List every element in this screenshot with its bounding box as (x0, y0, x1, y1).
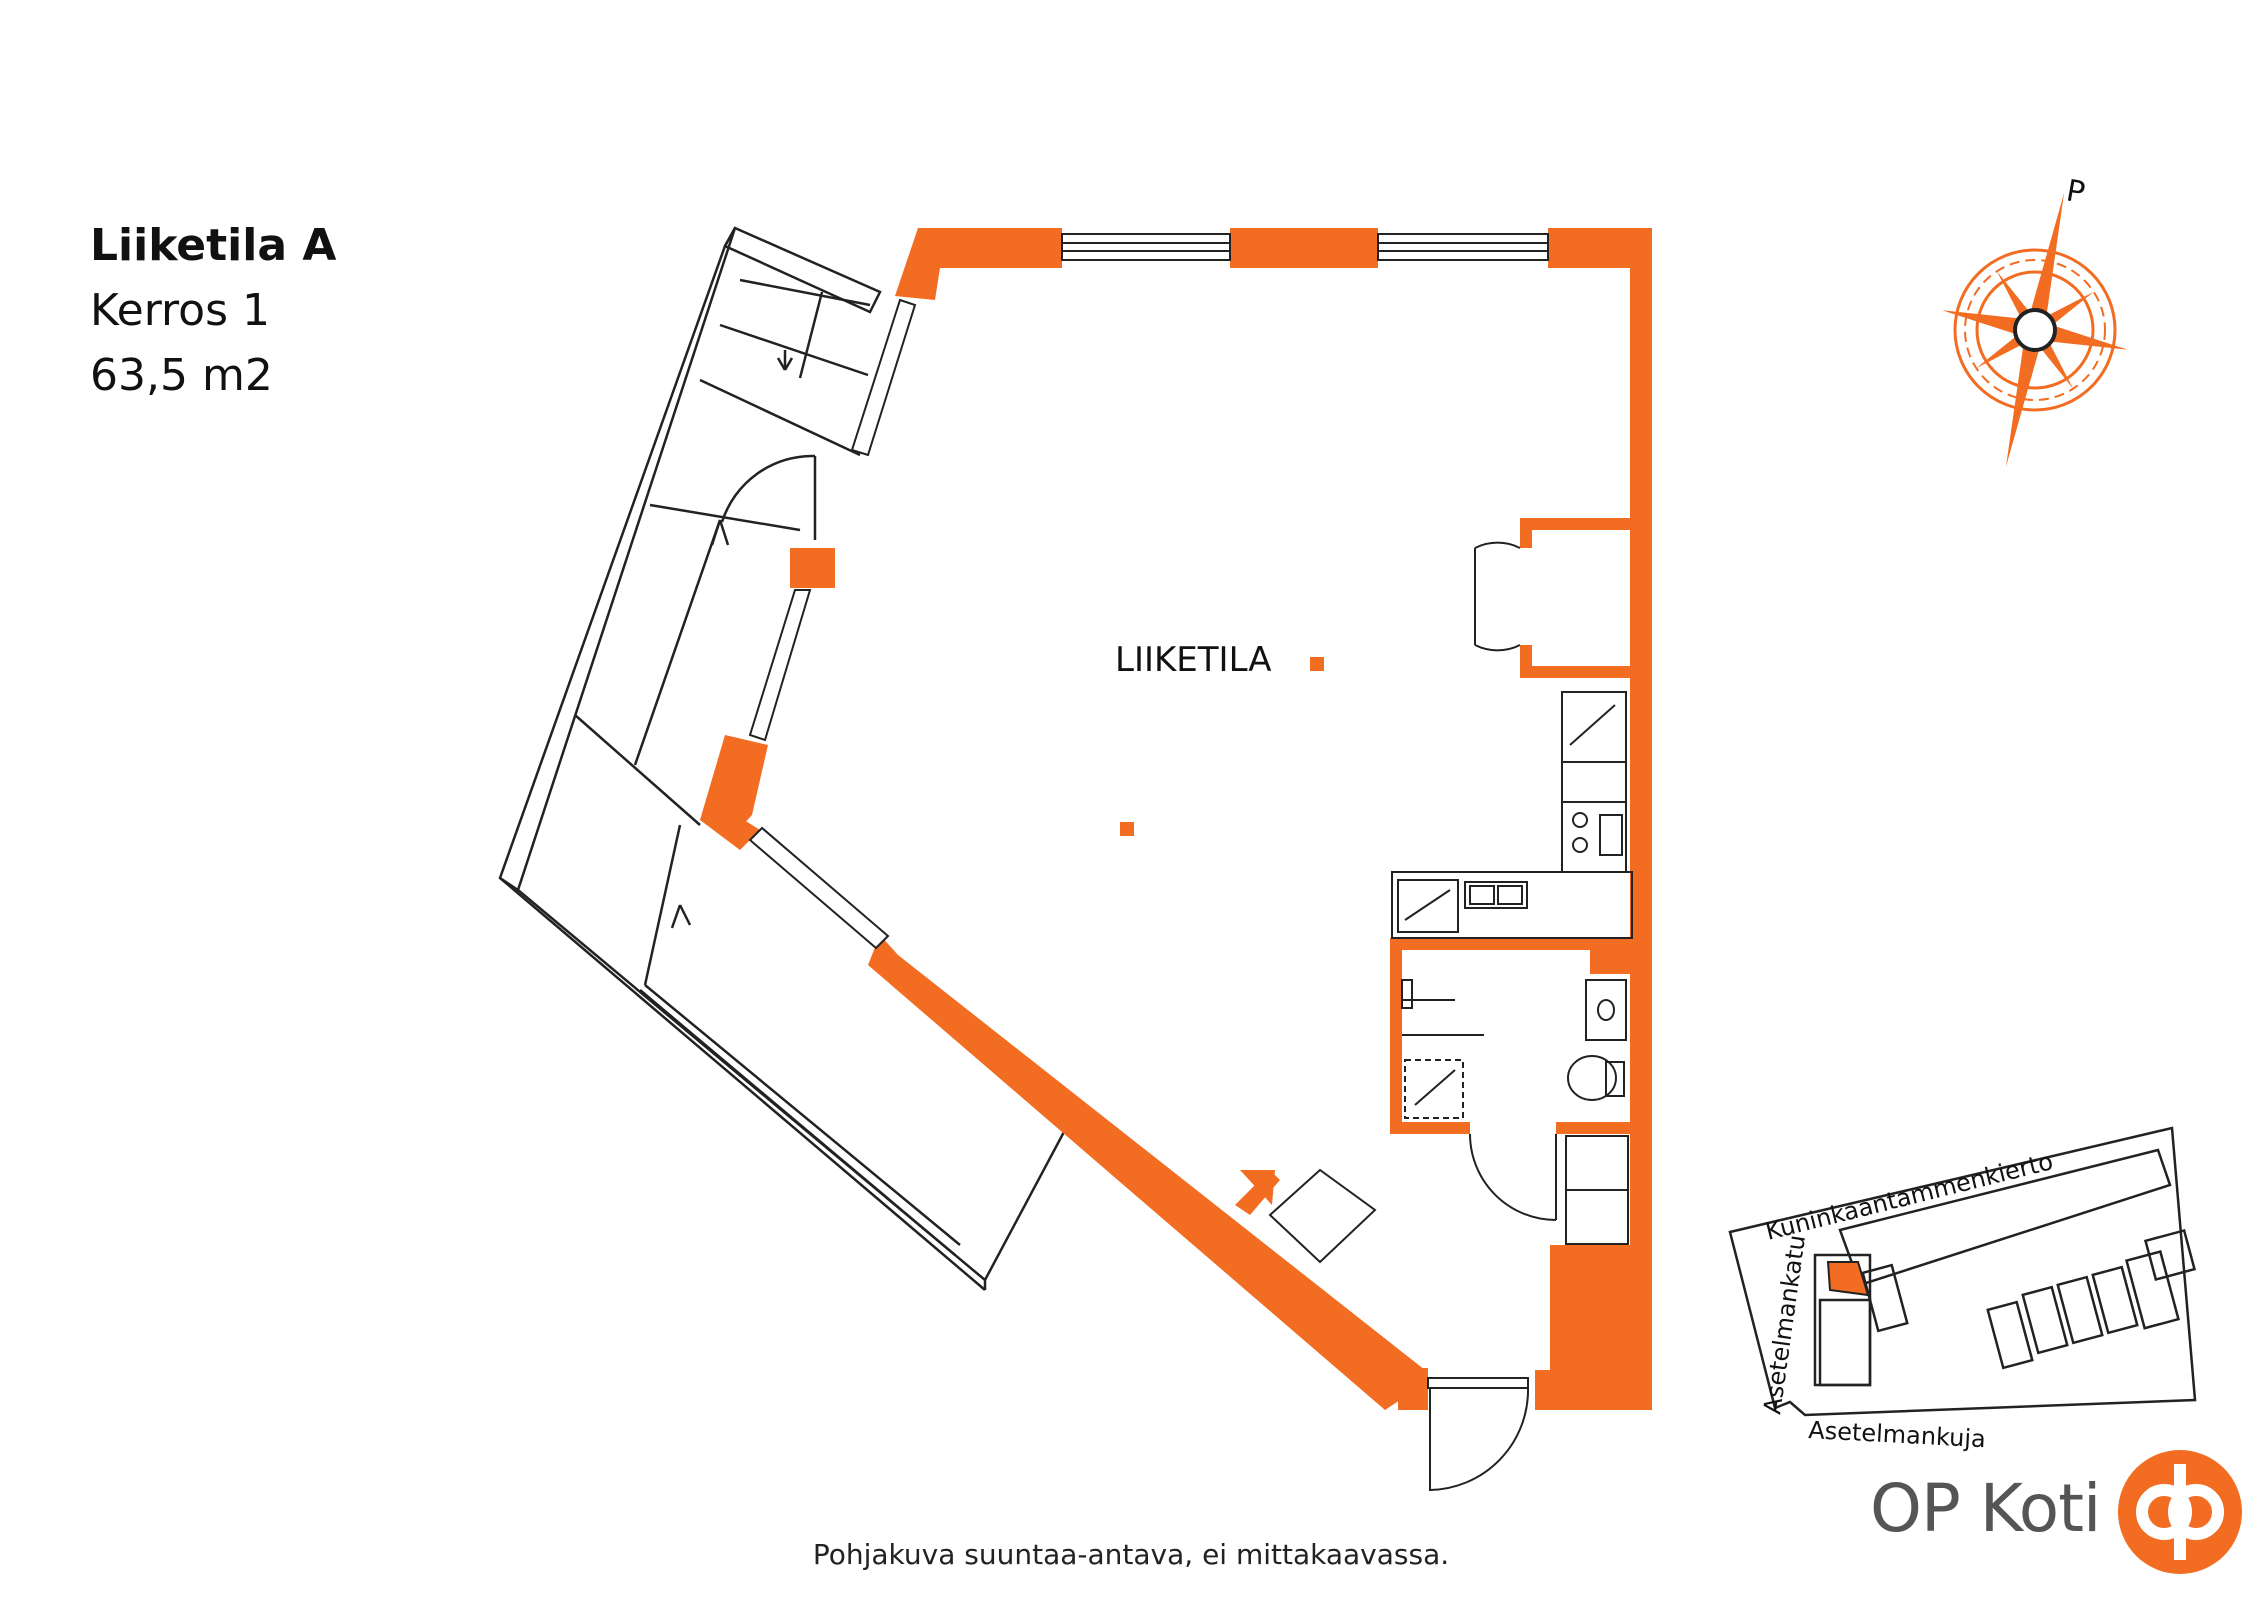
disclaimer: Pohjakuva suuntaa-antava, ei mittakaavas… (812, 1538, 1450, 1571)
room-label: LIIKETILA (1115, 640, 1272, 680)
brand-name: OP Koti (1870, 1470, 2101, 1547)
street-label-kuninkaantammenkierto: Kuninkaantammenkierto (1763, 1147, 2056, 1246)
terrace-door-upper (720, 454, 817, 540)
compass-north-label: P (2064, 173, 2088, 211)
fixtures (1268, 541, 1633, 1492)
site-map (1728, 1126, 2197, 1417)
windows (748, 233, 1549, 950)
op-logo-icon (2118, 1450, 2242, 1574)
site-map-highlight (1826, 1261, 1870, 1297)
column-marker (1120, 822, 1134, 836)
floor-label: Kerros 1 (90, 285, 270, 336)
column-marker (1310, 657, 1324, 671)
walls (700, 228, 1652, 1410)
area-label: 63,5 m2 (90, 350, 273, 401)
compass-icon (1942, 193, 2128, 467)
terrace (498, 226, 1067, 1291)
unit-title: Liiketila A (90, 220, 337, 271)
street-label-asetelmankatu: Asetelmankatu (1758, 1233, 1811, 1416)
street-label-asetelmankuja: Asetelmankuja (1808, 1416, 1987, 1453)
